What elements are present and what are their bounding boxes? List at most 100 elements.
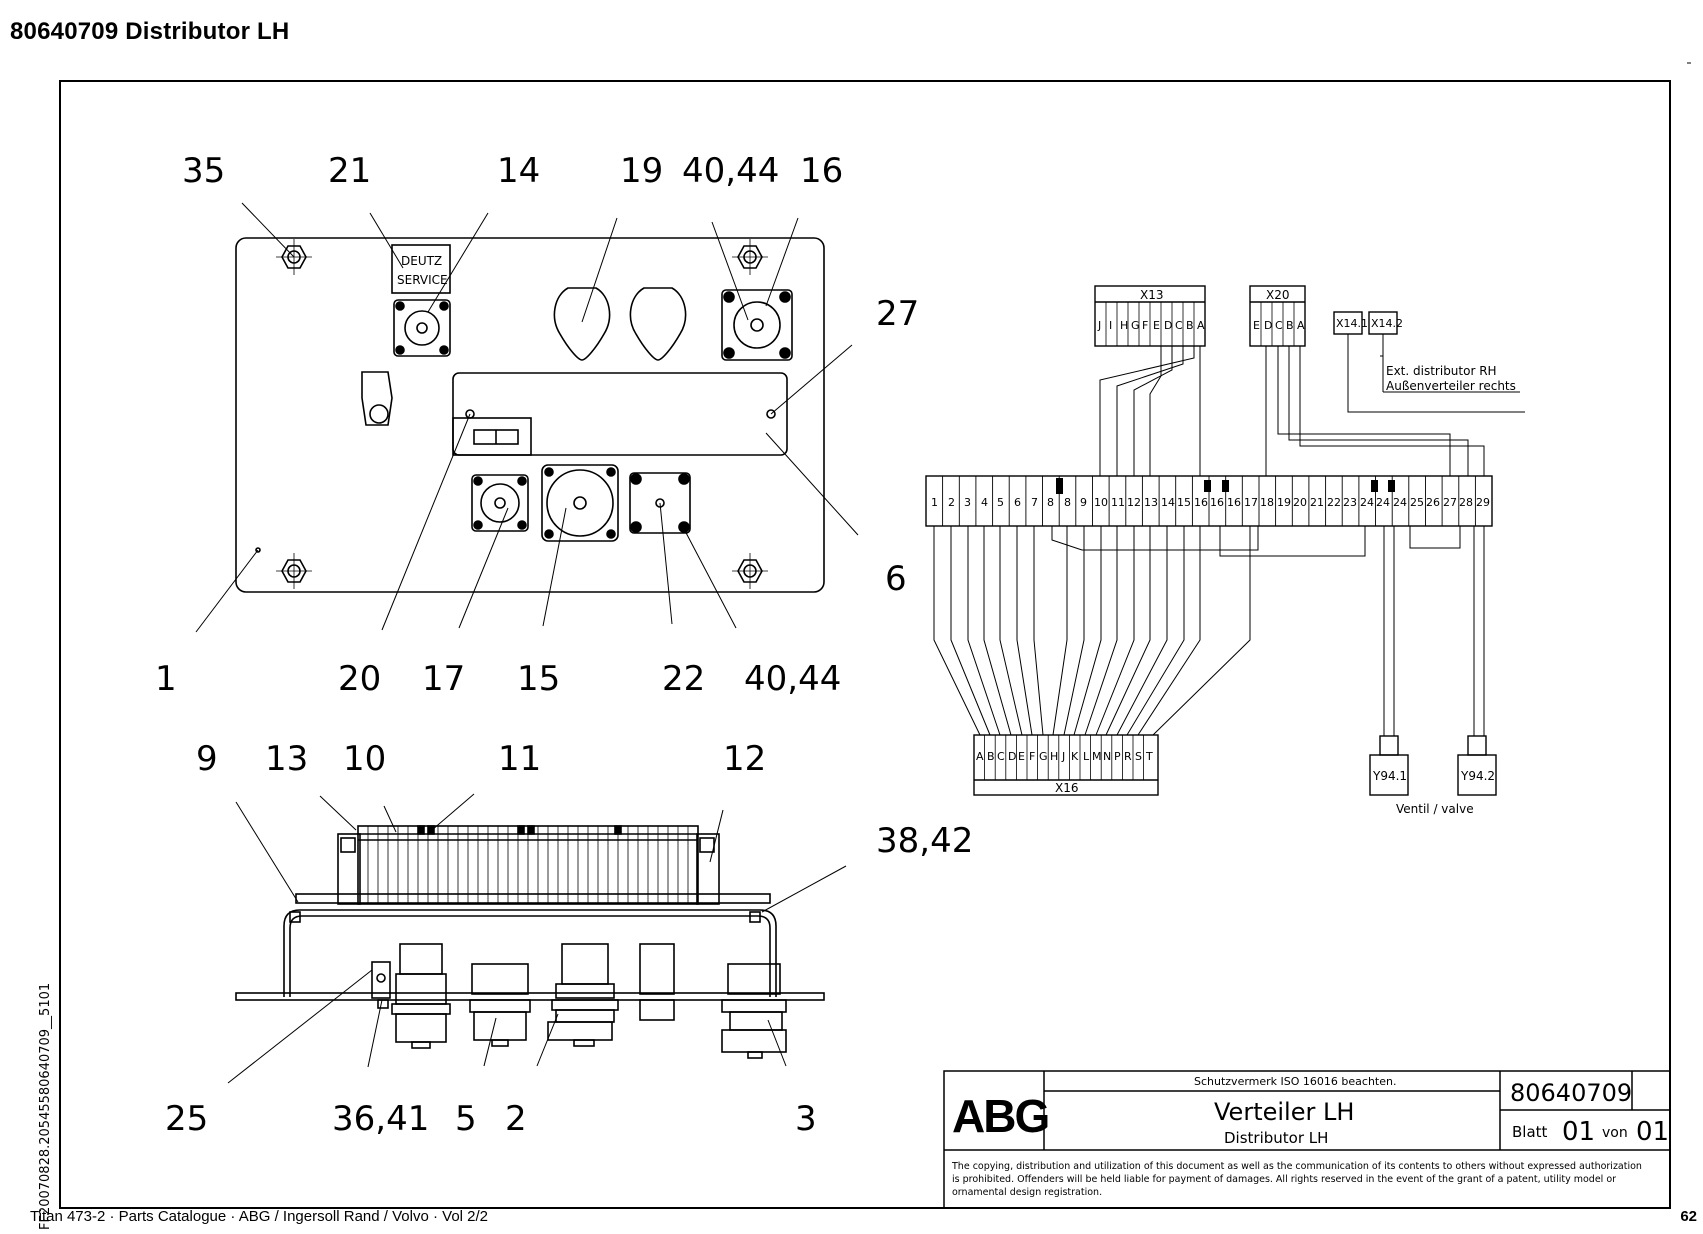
rocker-switch (452, 417, 532, 456)
connector-14 (393, 299, 451, 357)
x13-pin: I (1109, 319, 1112, 332)
callout-21: 21 (328, 151, 371, 191)
terminal-label: 24 (1376, 496, 1390, 509)
terminal-label: 13 (1144, 496, 1158, 509)
x13-pin: J (1097, 319, 1101, 332)
callout-38-42: 38,42 (876, 821, 973, 861)
footer-catalogue: Titan 473-2 · Parts Catalogue · ABG / In… (30, 1208, 489, 1225)
legal-line2: is prohibited. Offenders will be held li… (952, 1174, 1616, 1185)
connector-15 (541, 464, 619, 542)
x16-pin: D (1008, 750, 1016, 763)
terminal-label: 25 (1410, 496, 1424, 509)
callout-11: 11 (498, 739, 541, 779)
terminal-label: 12 (1127, 496, 1141, 509)
x16-pin: T (1145, 750, 1153, 763)
bolt-icon (732, 553, 768, 589)
callout-40-44-top: 40,44 (682, 151, 779, 191)
x16-pin: R (1124, 750, 1132, 763)
connector-17 (471, 474, 529, 532)
callout-25: 25 (165, 1099, 208, 1139)
terminal-label: 28 (1459, 496, 1473, 509)
x13-name: X13 (1140, 288, 1164, 302)
schematic-wires (933, 334, 1525, 736)
callout-10: 10 (343, 739, 386, 779)
terminal-label: 17 (1244, 496, 1258, 509)
drawing-frame (59, 80, 1671, 1209)
terminal-label: 7 (1031, 496, 1038, 509)
callout-9: 9 (196, 739, 218, 779)
callout-15: 15 (517, 659, 560, 699)
title-en: Distributor LH (1224, 1129, 1328, 1147)
of-label: von (1602, 1125, 1628, 1141)
service-label-line2: SERVICE (397, 273, 448, 287)
terminal-label: 3 (964, 496, 971, 509)
footer-page-number: 62 (1680, 1208, 1697, 1225)
terminal-label: 21 (1310, 496, 1324, 509)
terminal-label: 4 (981, 496, 988, 509)
terminal-label: 6 (1014, 496, 1021, 509)
terminal-label: 18 (1260, 496, 1274, 509)
page-title: 80640709 Distributor LH (10, 18, 290, 45)
x13-pin: C (1175, 319, 1183, 332)
service-label (391, 244, 451, 294)
x13-pin: B (1186, 319, 1194, 332)
callout-27: 27 (876, 294, 919, 334)
bridge-markers (1056, 478, 1395, 494)
x16-pin: L (1083, 750, 1090, 763)
x16-pin-labels: A B C D E F G H J K L M N P R S T (976, 750, 1153, 763)
terminal-label: 26 (1426, 496, 1440, 509)
callout-2: 2 (505, 1099, 527, 1139)
terminal-label: 11 (1111, 496, 1125, 509)
protection-note: Schutzvermerk ISO 16016 beachten. (1194, 1075, 1396, 1088)
x14-2-label: X14.2 (1371, 317, 1403, 330)
terminal-label: 5 (997, 496, 1004, 509)
x16-pin: A (976, 750, 984, 763)
x20-pin: A (1297, 319, 1305, 332)
sheet-number: 01 (1562, 1117, 1595, 1147)
legal-line1: The copying, distribution and utilizatio… (951, 1161, 1642, 1172)
connector-16 (721, 289, 793, 361)
terminal-label: 10 (1094, 496, 1108, 509)
terminal-label: 19 (1277, 496, 1291, 509)
x13-pin-labels: J I H G F E D C B A (1097, 319, 1205, 332)
x13-pin: A (1197, 319, 1205, 332)
x20-pin: C (1275, 319, 1283, 332)
sheet-label: Blatt (1512, 1123, 1548, 1141)
legal-line3: ornamental design registration. (952, 1187, 1102, 1198)
x20-pin-labels: E D C B A (1253, 319, 1305, 332)
terminal-label: 8 (1064, 496, 1071, 509)
side-view-leaders (227, 793, 847, 1084)
valve-caption: Ventil / valve (1396, 802, 1474, 816)
terminal-label: 14 (1161, 496, 1175, 509)
x13-pin: F (1142, 319, 1148, 332)
callout-1: 1 (155, 659, 177, 699)
schematic-pin-dividers (984, 302, 1295, 780)
front-view-leaders (195, 202, 859, 633)
terminal-label: 2 (948, 496, 955, 509)
terminal-label: 23 (1343, 496, 1357, 509)
terminal-strip-labels: 1 2 3 4 5 6 7 8 8 9 10 11 12 13 14 15 16… (931, 496, 1490, 509)
terminal-label: 16 (1194, 496, 1208, 509)
terminal-label: 24 (1393, 496, 1407, 509)
x13-pin: G (1131, 319, 1140, 332)
bolt-icon (276, 553, 312, 589)
callout-19: 19 (620, 151, 663, 191)
terminal-label: 16 (1227, 496, 1241, 509)
x20-pin: D (1264, 319, 1272, 332)
service-label-line1: DEUTZ (401, 254, 442, 268)
callout-5: 5 (455, 1099, 477, 1139)
x16-pin: M (1092, 750, 1102, 763)
terminal-label: 20 (1293, 496, 1307, 509)
valve-y94-1-label: Y94.1 (1372, 769, 1407, 783)
mounting-plate (235, 237, 825, 593)
terminal-label: 16 (1210, 496, 1224, 509)
callout-40-44-bottom: 40,44 (744, 659, 841, 699)
callout-12: 12 (723, 739, 766, 779)
callout-22: 22 (662, 659, 705, 699)
terminal-dividers (367, 826, 689, 904)
callout-6: 6 (885, 559, 907, 599)
callout-labels: 35 21 14 19 40,44 16 27 6 1 20 17 15 22 … (155, 151, 973, 1139)
bolt-icon (732, 239, 768, 275)
cap-cover-19b (629, 287, 687, 361)
